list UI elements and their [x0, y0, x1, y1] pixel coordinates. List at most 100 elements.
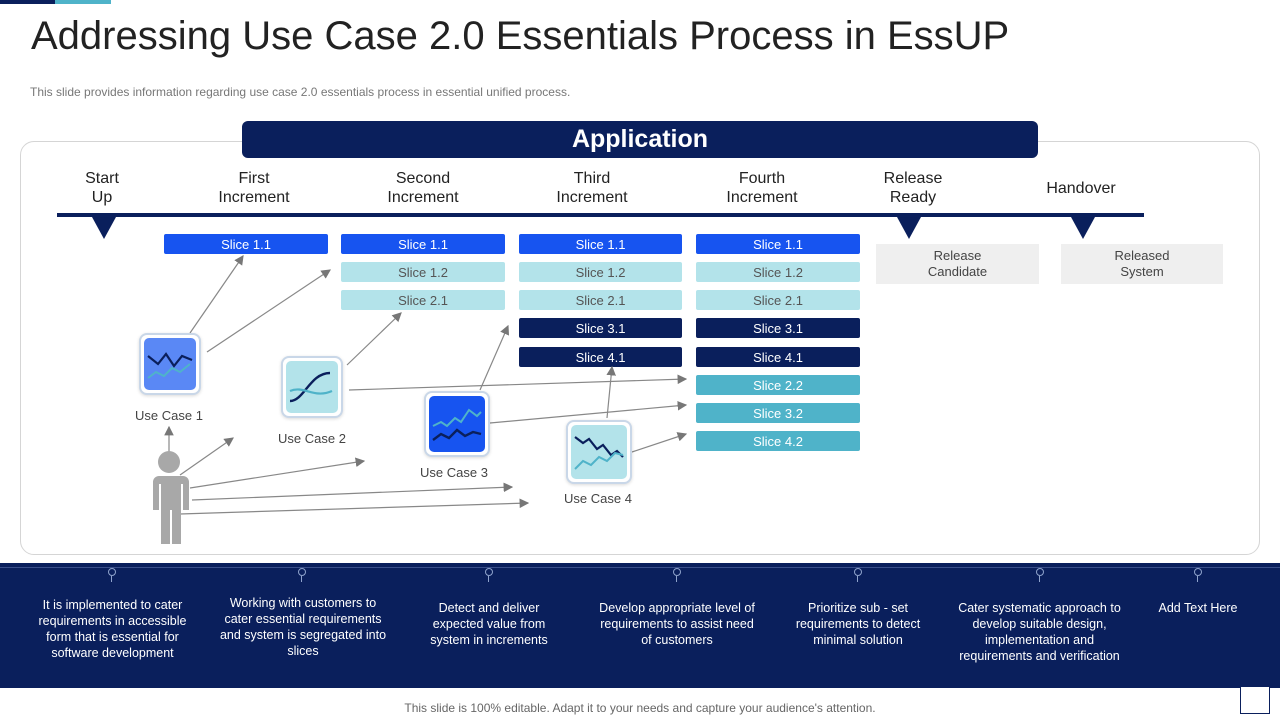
pin-3: [485, 568, 493, 576]
pin-6-stem: [1039, 576, 1040, 582]
description-fourth-increment: Prioritize sub - set requirements to det…: [795, 601, 921, 647]
slice-4-2-fourth: Slice 4.2: [696, 431, 860, 451]
slice-1-2-second: Slice 1.2: [341, 262, 505, 282]
page-title: Addressing Use Case 2.0 Essentials Proce…: [31, 14, 1010, 58]
footer-divider: [0, 567, 1280, 568]
stage-label-line2: Up: [91, 189, 113, 206]
slice-3-1-fourth: Slice 3.1: [696, 318, 860, 338]
use-case-2-icon: [281, 356, 343, 418]
description-second-increment: Detect and deliver expected value from s…: [430, 601, 548, 647]
stage-label-line2: Increment: [726, 189, 798, 206]
corner-box: [1240, 686, 1270, 714]
use-case-3-icon: [424, 391, 490, 457]
pin-6: [1036, 568, 1044, 576]
stage-label-line1: Third: [573, 170, 611, 187]
timeline-marker-release: [897, 217, 921, 239]
arrow-user-uc4: [191, 482, 514, 501]
slice-4-1-third: Slice 4.1: [519, 347, 682, 367]
pin-3-stem: [488, 576, 489, 582]
slice-3-2-fourth: Slice 3.2: [696, 403, 860, 423]
arrow-uc4-slice4-2: [631, 432, 688, 453]
arrow-uc2-slice2-2: [348, 374, 688, 391]
slice-2-1-third: Slice 2.1: [519, 290, 682, 310]
slice-1-1-first: Slice 1.1: [164, 234, 328, 254]
page-subtitle: This slide provides information regardin…: [30, 85, 571, 99]
pin-2-stem: [301, 576, 302, 582]
slice-1-1-second: Slice 1.1: [341, 234, 505, 254]
slice-2-2-fourth: Slice 2.2: [696, 375, 860, 395]
stage-label-line2: Increment: [556, 189, 628, 206]
timeline-marker-start: [92, 217, 116, 239]
slice-2-1-second: Slice 2.1: [341, 290, 505, 310]
stage-handover: Handover: [1021, 168, 1141, 208]
timeline-bar: [57, 213, 1144, 217]
timeline-marker-handover: [1071, 217, 1095, 239]
arrow-uc4-slice4-1: [606, 365, 616, 419]
application-banner: Application: [242, 121, 1038, 158]
slice-4-1-fourth: Slice 4.1: [696, 347, 860, 367]
slice-3-1-third: Slice 3.1: [519, 318, 682, 338]
stage-label-line1: Fourth: [738, 170, 786, 187]
pin-7-stem: [1197, 576, 1198, 582]
use-case-4-label: Use Case 4: [564, 491, 632, 506]
pin-1-stem: [111, 576, 112, 582]
use-case-1-icon: [139, 333, 201, 395]
arrow-uc3-slice3-2: [489, 400, 688, 424]
arrow-user-uc5: [179, 498, 530, 515]
release-candidate-line1: Release: [933, 248, 982, 263]
released-system-line2: System: [1120, 264, 1164, 279]
stage-label-line1: Start: [85, 170, 119, 187]
description-third-increment: Develop appropriate level of requirement…: [599, 601, 755, 647]
stage-label-line2: Increment: [218, 189, 290, 206]
arrow-user-uc2: [179, 437, 234, 476]
stage-label-line2: Ready: [889, 189, 937, 206]
slice-2-1-fourth: Slice 2.1: [696, 290, 860, 310]
released-system-line1: Released: [1114, 248, 1170, 263]
pin-7: [1194, 568, 1202, 576]
arrow-uc1-slice1-2: [206, 269, 331, 353]
footer-band: [0, 563, 1280, 688]
application-banner-label: Application: [571, 125, 709, 153]
pin-1: [108, 568, 116, 576]
description-first-increment: Working with customers to cater essentia…: [219, 596, 387, 658]
description-handover: Add Text Here: [1158, 601, 1238, 615]
stage-label-line1: Release: [883, 170, 943, 187]
release-candidate-line2: Candidate: [927, 264, 988, 279]
use-case-2-label: Use Case 2: [278, 431, 346, 446]
arrow-uc1-slice1-1: [189, 255, 244, 334]
pin-2: [298, 568, 306, 576]
footnote: This slide is 100% editable. Adapt it to…: [404, 701, 876, 715]
slice-1-2-fourth: Slice 1.2: [696, 262, 860, 282]
slice-1-1-fourth: Slice 1.1: [696, 234, 860, 254]
arrow-uc3-slice3-1: [479, 324, 510, 391]
stage-label-line1: Handover: [1046, 179, 1116, 197]
description-release-ready: Cater systematic approach to develop sui…: [958, 601, 1121, 663]
description-start-up: It is implemented to cater requirements …: [38, 598, 187, 660]
accent-bar-light: [55, 0, 111, 4]
stage-label-line2: Increment: [387, 189, 459, 206]
arrow-user-uc3: [189, 457, 366, 489]
use-case-3-label: Use Case 3: [420, 465, 488, 480]
pin-5-stem: [857, 576, 858, 582]
arrow-uc2-slice2-1: [346, 312, 402, 366]
stage-label-line1: Second: [395, 170, 451, 187]
use-case-1-label: Use Case 1: [135, 408, 203, 423]
user-icon: [153, 451, 189, 544]
stage-label-line1: First: [238, 170, 270, 187]
pin-4-stem: [676, 576, 677, 582]
use-case-4-icon: [566, 420, 632, 484]
pin-5: [854, 568, 862, 576]
slice-1-1-third: Slice 1.1: [519, 234, 682, 254]
accent-bar-dark: [0, 0, 55, 4]
pin-4: [673, 568, 681, 576]
slice-1-2-third: Slice 1.2: [519, 262, 682, 282]
